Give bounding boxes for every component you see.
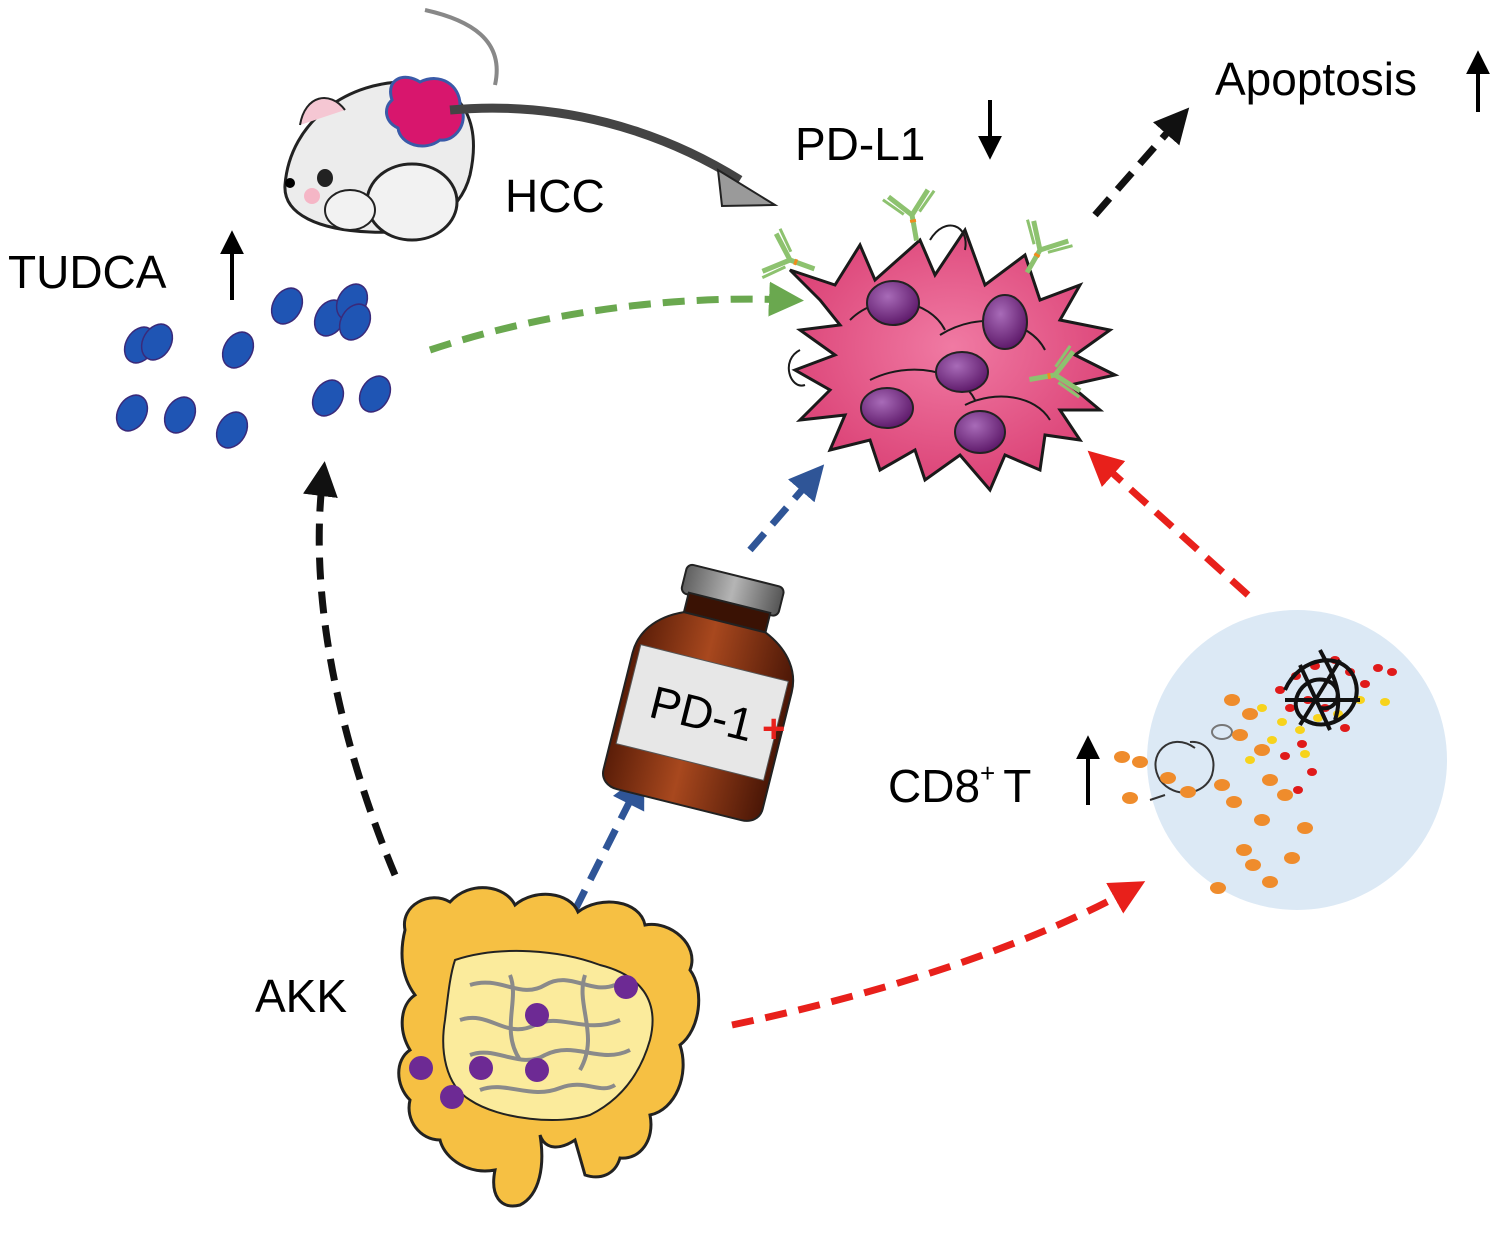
- mouse-illustration: [283, 8, 499, 242]
- hcc-arrow-head: [716, 168, 779, 208]
- red-dashed-arrow-akk-cd8: [731, 881, 1146, 1029]
- pd-l1-label: PD-L1: [795, 118, 925, 170]
- red-dashed-arrow-cd8-tumor: [1087, 450, 1251, 598]
- tudca-label: TUDCA: [8, 246, 167, 298]
- cd8-label: CD8+T: [888, 758, 1031, 812]
- black-dashed-arrow-tudca: [303, 461, 399, 877]
- akk-label: AKK: [255, 970, 347, 1022]
- pd-1-plus-sign: +: [762, 707, 785, 751]
- blue-dashed-arrow-pd1-up: [747, 464, 825, 553]
- black-dashed-arrow-apoptosis: [1092, 107, 1190, 218]
- apoptosis-label: Apoptosis: [1215, 53, 1417, 105]
- cd8-t-cell-bubble: [1114, 610, 1447, 910]
- hcc-label: HCC: [505, 170, 605, 222]
- pd-1-drug-bottle: PD-1: [602, 563, 795, 822]
- tudca-molecules: [115, 283, 392, 449]
- green-dashed-arrow: [428, 281, 804, 354]
- hcc-arrow: [449, 103, 743, 184]
- tumor-cell-cluster: [787, 224, 1120, 493]
- blue-dashed-arrow-akk-pd1: [571, 772, 645, 912]
- gut-akk-illustration: [397, 886, 701, 1208]
